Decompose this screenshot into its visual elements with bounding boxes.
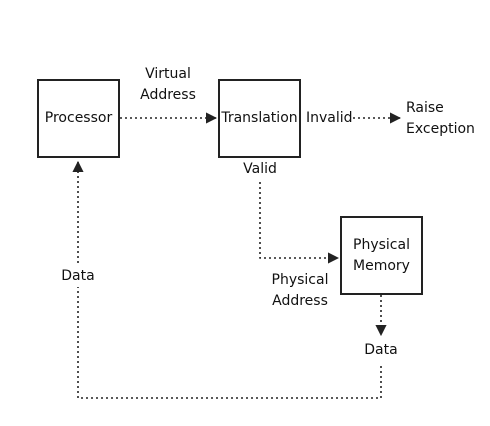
raise-exception-label: Raise Exception xyxy=(406,100,475,137)
processor-box: Processor xyxy=(37,79,120,158)
data-return-arrow xyxy=(72,160,382,399)
physical-memory-label: Physical Memory xyxy=(353,236,410,274)
physical-memory-box: Physical Memory xyxy=(340,216,423,295)
virtual-address-label: Virtual Address xyxy=(140,66,196,103)
physical-address-label: Physical Address xyxy=(271,272,329,309)
translation-box: Translation xyxy=(218,79,301,158)
data-left-label: Data xyxy=(56,266,100,287)
processor-label: Processor xyxy=(44,110,113,126)
invalid-label: Invalid xyxy=(306,110,353,126)
data-bottom-label: Data xyxy=(359,340,403,361)
translation-label: Translation xyxy=(221,110,298,126)
physical-address-arrow xyxy=(259,182,340,264)
valid-label: Valid xyxy=(243,161,277,177)
